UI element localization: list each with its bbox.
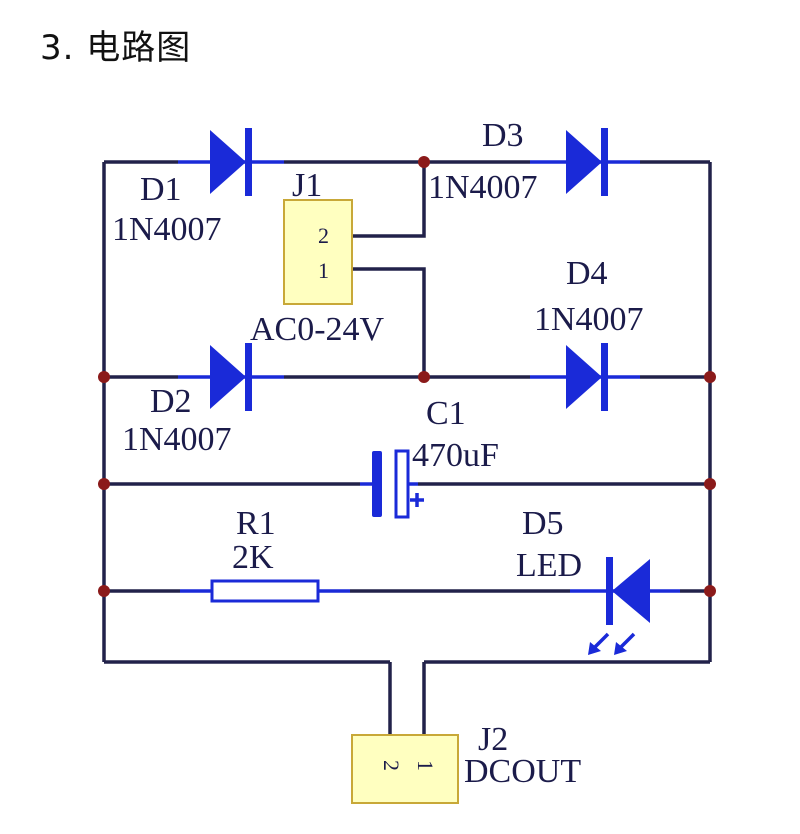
r1-ref-label: R1 [236,505,276,542]
d1-value-label: 1N4007 [112,211,222,248]
diode-d2-symbol [178,343,284,411]
d4-value-label: 1N4007 [534,301,644,338]
diode-d3-symbol [530,128,640,196]
diode-d1-symbol [178,128,284,196]
capacitor-c1-symbol [360,449,424,519]
diode-d4-symbol [530,343,640,411]
connector-j2 [351,734,459,804]
d3-value-label: 1N4007 [428,169,538,206]
j1-value-label: AC0-24V [250,311,385,348]
led-d5-symbol [570,557,680,655]
d1-ref-label: D1 [140,171,182,208]
j1-ref-label: J1 [292,167,322,204]
j2-ref-label: J2 [478,721,508,758]
j2-pin-2-label: 2 [379,760,404,771]
d4-ref-label: D4 [566,255,608,292]
r1-value-label: 2K [232,539,274,576]
junction-nodes [98,156,716,597]
c1-ref-label: C1 [426,395,466,432]
j1-pin-2-label: 2 [318,223,329,248]
j2-pin-1-label: 1 [413,760,438,771]
d5-value-label: LED [516,547,582,584]
wires [102,160,712,735]
d5-ref-label: D5 [522,505,564,542]
d3-ref-label: D3 [482,117,524,154]
page-title: 3. 电路图 [40,28,192,68]
d2-value-label: 1N4007 [122,421,232,458]
j2-value-label: DCOUT [464,753,581,790]
c1-value-label: 470uF [412,437,499,474]
connector-j1 [283,199,353,305]
j1-pin-1-label: 1 [318,258,329,283]
resistor-r1-symbol [180,579,350,603]
d2-ref-label: D2 [150,383,192,420]
